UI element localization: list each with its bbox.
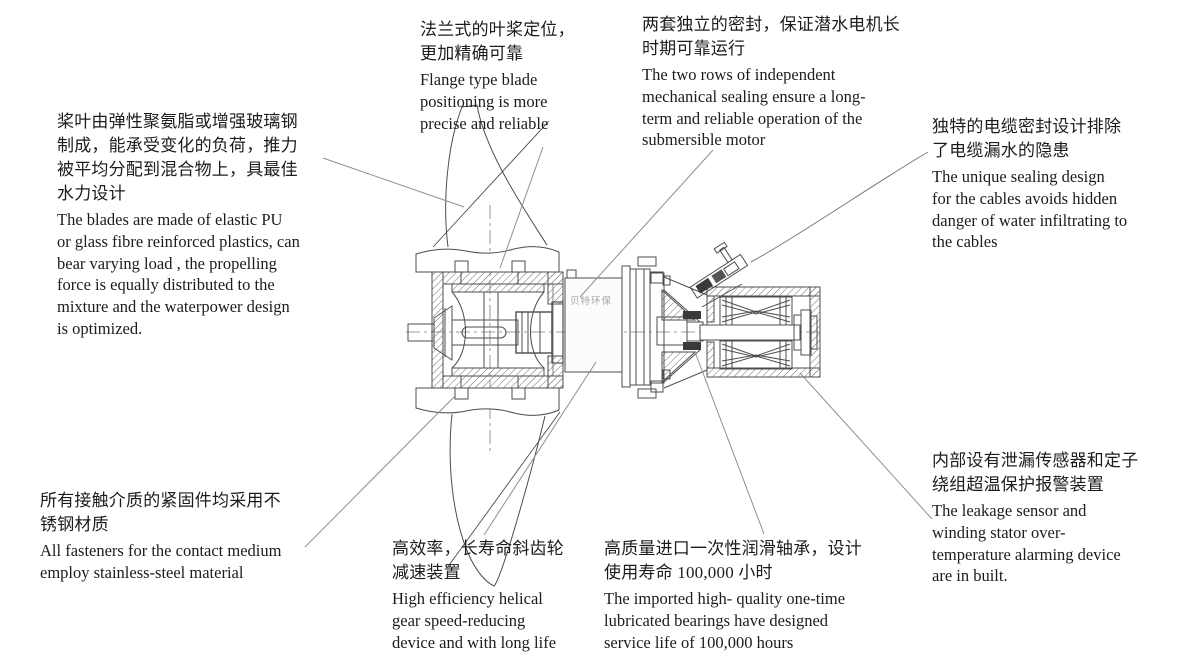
label-cable-en: The unique sealing design for the cables… [932,167,1128,252]
machine-drawing: 贝特环保 [406,104,929,587]
label-leakage-en: The leakage sensor and winding stator ov… [932,501,1121,586]
label-flange-zh: 法兰式的叶桨定位， 更加精确可靠 [420,20,575,63]
label-bearings-zh: 高质量进口一次性润滑轴承，设计 使用寿命 100,000 小时 [604,539,862,582]
leader-line-fasteners [304,395,456,548]
label-blades-zh: 桨叶由弹性聚氨脂或增强玻璃钢 制成，能承受变化的负荷，推力 被平均分配到混合物上… [57,112,298,203]
label-cable: 独特的电缆密封设计排除 了电缆漏水的隐患 The unique sealing … [932,115,1127,253]
label-flange: 法兰式的叶桨定位， 更加精确可靠 Flange type blade posit… [420,18,575,134]
leader-line-bearings [694,351,765,535]
label-seal: 两套独立的密封，保证潜水电机长 时期可靠运行 The two rows of i… [642,13,900,151]
label-fasteners: 所有接触介质的紧固件均采用不 锈钢材质 All fasteners for th… [40,489,281,584]
label-seal-zh: 两套独立的密封，保证潜水电机长 时期可靠运行 [642,15,900,58]
label-cable-zh: 独特的电缆密封设计排除 了电缆漏水的隐患 [932,117,1122,160]
gearbox-section [407,260,564,400]
label-seal-en: The two rows of independent mechanical s… [642,65,866,150]
label-fasteners-zh: 所有接触介质的紧固件均采用不 锈钢材质 [40,491,281,534]
leader-line-leakage [799,372,933,520]
blade-root-top [415,246,560,273]
motor-section [699,286,821,378]
seal-housing: 贝特环保 [564,269,623,373]
label-bearings-en: The imported high- quality one-time lubr… [604,589,846,652]
leader-line-seal [579,149,714,298]
stator-winding-top [719,296,793,326]
blade-root-bottom [415,387,560,416]
leader-line-flange [499,146,544,269]
stator-winding-bottom [719,340,793,370]
label-blades: 桨叶由弹性聚氨脂或增强玻璃钢 制成，能承受变化的负荷，推力 被平均分配到混合物上… [57,110,300,340]
label-fasteners-en: All fasteners for the contact medium emp… [40,541,282,582]
label-blades-en: The blades are made of elastic PU or gla… [57,210,300,338]
cable-line [750,151,929,263]
coupling-flange [621,256,671,399]
label-leakage-zh: 内部设有泄漏传感器和定子 绕组超温保护报警装置 [932,451,1139,494]
leader-line-blades [322,157,465,208]
label-leakage: 内部设有泄漏传感器和定子 绕组超温保护报警装置 The leakage sens… [932,449,1138,587]
cable-gland [689,241,749,299]
motor-bearing [793,309,818,356]
propeller-blade-top [432,104,550,248]
label-flange-en: Flange type blade positioning is more pr… [420,70,549,133]
label-gear-zh: 高效率，长寿命斜齿轮 减速装置 [392,539,564,582]
gland-bracket [701,283,743,308]
label-bearings: 高质量进口一次性润滑轴承，设计 使用寿命 100,000 小时 The impo… [604,537,862,653]
propeller-blade-bottom [446,411,561,587]
leader-lines [304,146,933,548]
label-gear-en: High efficiency helical gear speed-reduc… [392,589,557,652]
leader-line-gear [483,361,597,536]
motor-shaft [699,324,801,341]
label-gear: 高效率，长寿命斜齿轮 减速装置 High efficiency helical … [392,537,564,653]
watermark-text: 贝特环保 [570,295,612,307]
